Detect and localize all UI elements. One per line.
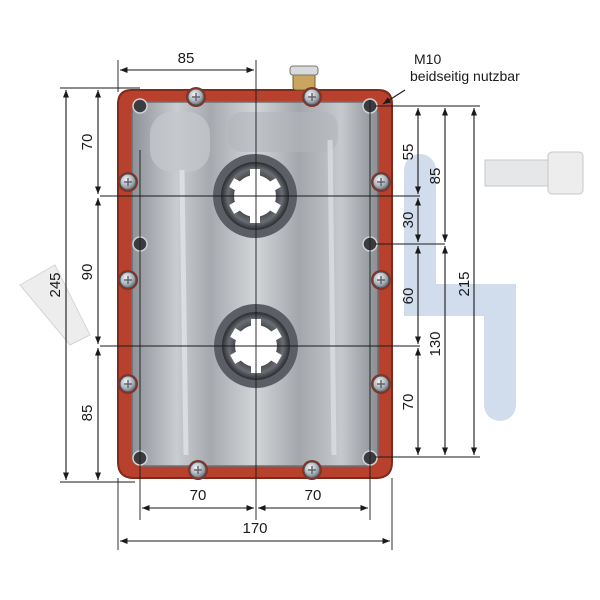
bolt-group (118, 87, 391, 480)
hex-bolt-icon (371, 374, 391, 394)
usage-note: beidseitig nutzbar (410, 68, 520, 84)
hex-bolt-icon (371, 172, 391, 192)
left-pipe-fitting (19, 264, 91, 346)
dim-left-70: 70 (79, 134, 96, 151)
hex-bolt-icon (118, 374, 138, 394)
dim-right-30: 30 (400, 212, 417, 229)
dim-left-85: 85 (79, 405, 96, 422)
dim-right-55: 55 (400, 144, 417, 161)
hex-bolt-icon (371, 270, 391, 290)
dim-bottom-170: 170 (242, 520, 267, 537)
dim-right-215: 215 (456, 271, 473, 296)
mounting-hole (132, 98, 148, 114)
dim-right-85: 85 (427, 168, 444, 185)
hex-bolt-icon (186, 87, 206, 107)
hex-bolt-icon (118, 172, 138, 192)
dimension-lines (62, 66, 478, 545)
thread-label: M10 (414, 51, 441, 67)
dim-right-130: 130 (427, 331, 444, 356)
hex-bolt-icon (188, 460, 208, 480)
dim-right-60: 60 (400, 288, 417, 305)
dim-bottom-left-70: 70 (190, 487, 207, 504)
dim-top-85: 85 (178, 50, 195, 67)
dimension-labels: 85 245 70 90 85 55 30 85 60 130 70 215 7… (47, 50, 520, 537)
hex-bolt-icon (302, 460, 322, 480)
dim-left-90: 90 (79, 264, 96, 281)
hex-bolt-icon (118, 270, 138, 290)
hex-bolt-icon (302, 87, 322, 107)
reference-lines (60, 60, 480, 550)
dim-right-70: 70 (400, 394, 417, 411)
gearbox-housing (117, 89, 393, 479)
dim-bottom-right-70: 70 (305, 487, 322, 504)
filler-plug-icon (289, 65, 319, 91)
dim-245: 245 (47, 272, 64, 297)
right-pipe-fitting (484, 151, 584, 195)
